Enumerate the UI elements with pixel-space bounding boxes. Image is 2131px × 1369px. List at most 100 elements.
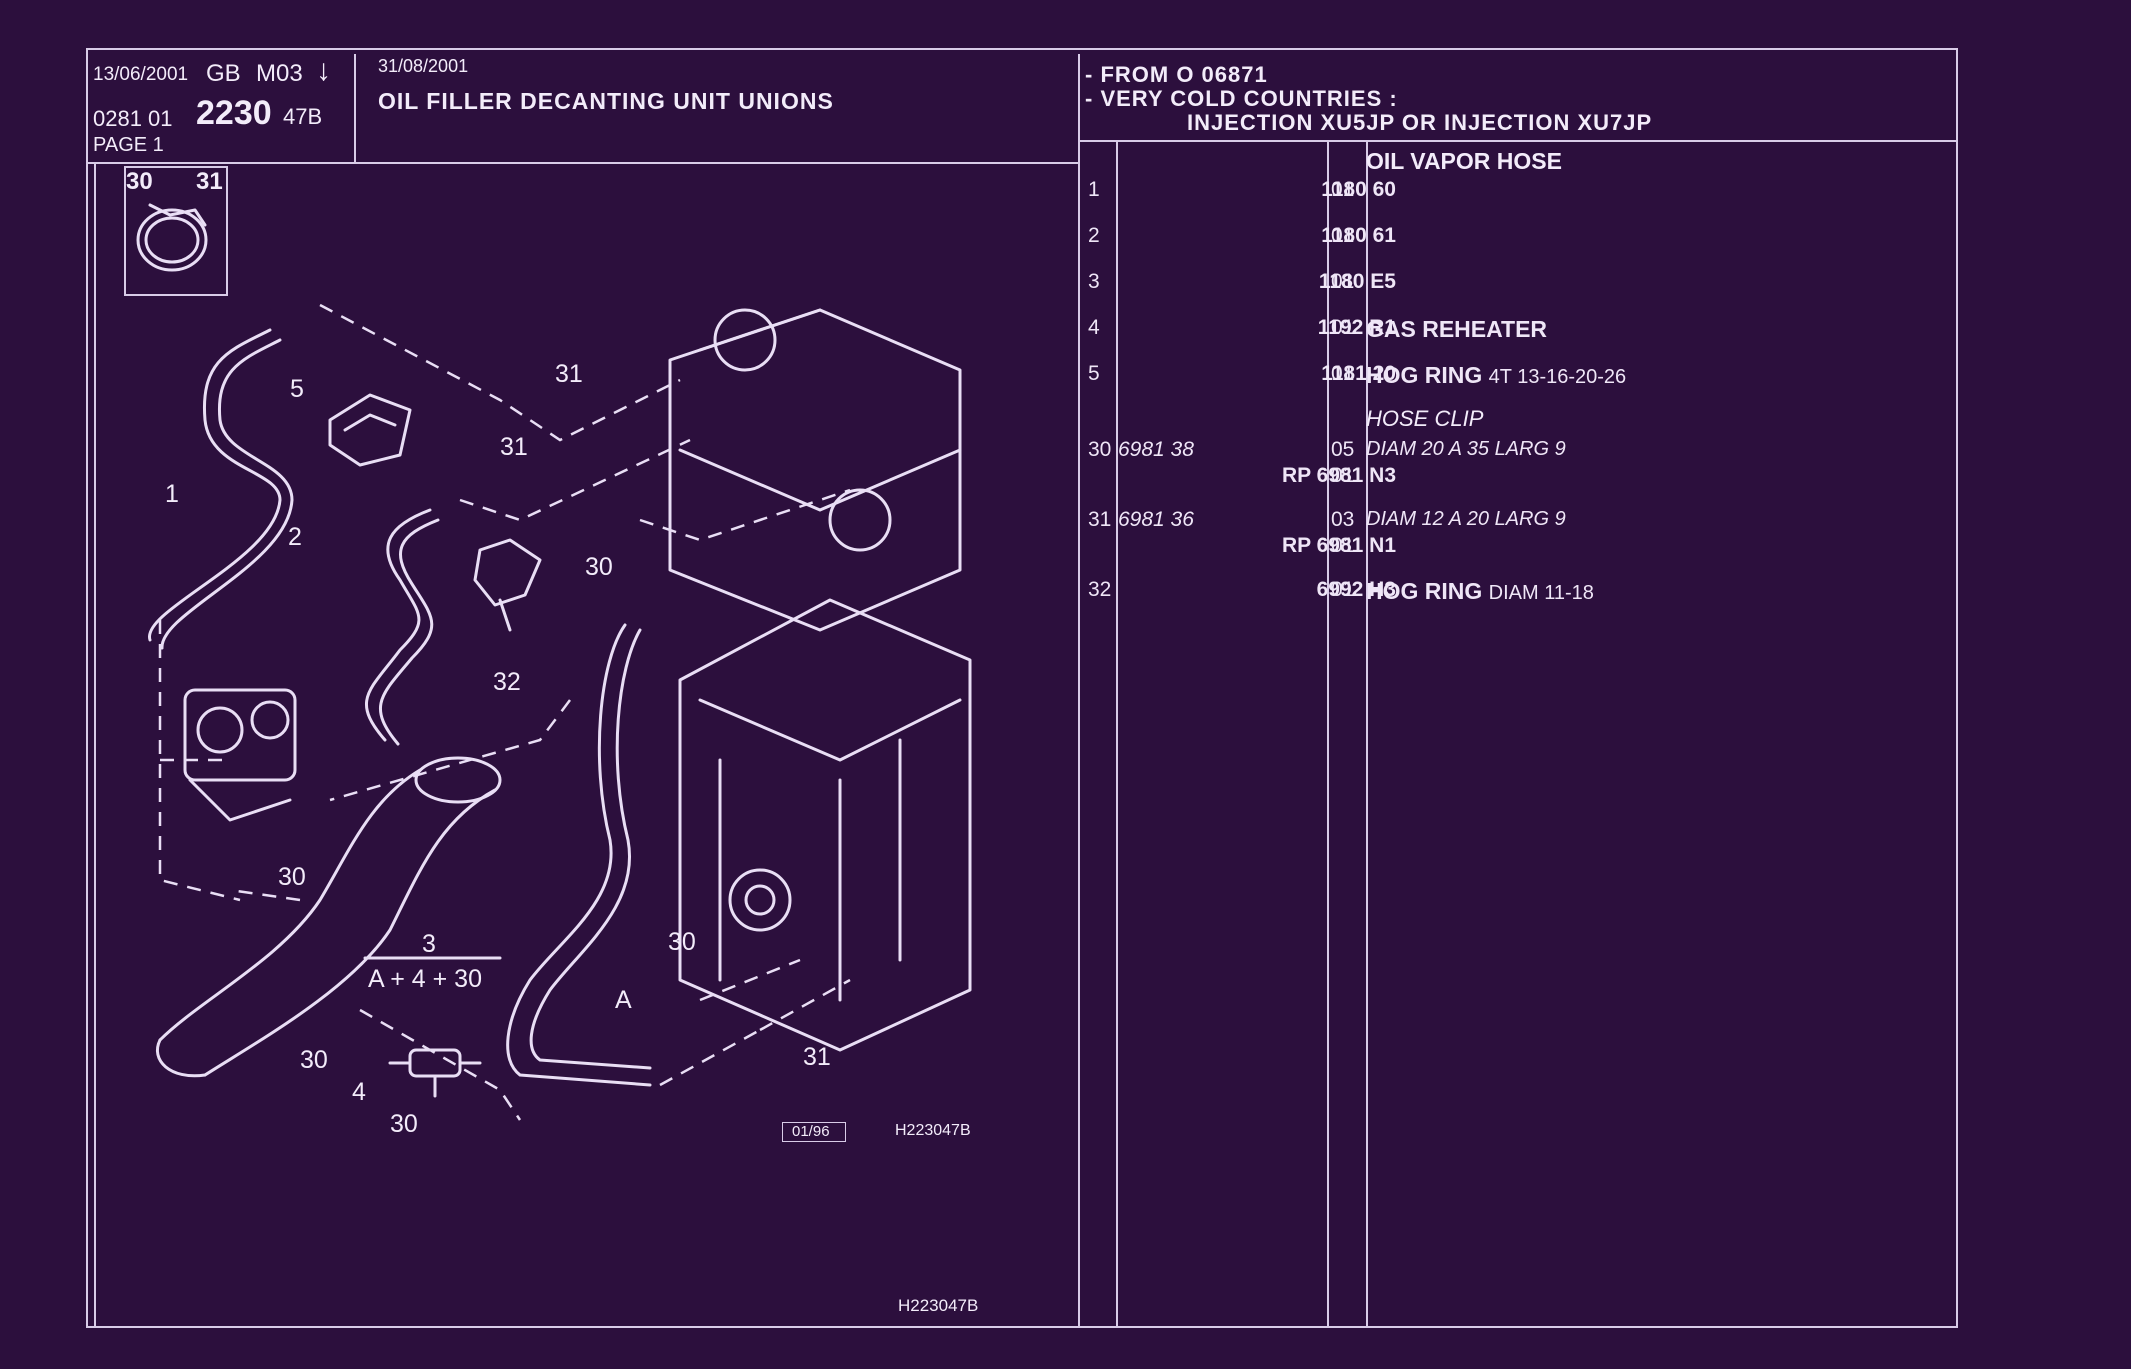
hose-to-engine-block [506, 623, 652, 1087]
row-desc-hose-clip: HOSE CLIP [1366, 406, 1484, 431]
arrow-down-icon: ↓ [316, 54, 331, 87]
row-note: DIAM 12 A 20 LARG 9 [1366, 508, 1566, 530]
row-index: 3 [1088, 270, 1100, 293]
row-index: 4 [1088, 316, 1100, 339]
sheet-frame [86, 48, 1958, 1328]
header-bottom-left [86, 162, 1078, 164]
row-qty: 01 [1331, 534, 1355, 557]
hog-ring-part-5 [328, 393, 412, 467]
row-desc: GAS REHEATER [1366, 316, 1548, 342]
row-ref: 1180 60 [1321, 178, 1396, 201]
row-desc: HOG RING 4T 13-16-20-26 [1366, 362, 1626, 389]
row-index: 32 [1088, 578, 1112, 601]
row-qty: 01 [1331, 464, 1355, 487]
callout-30e: 30 [390, 1110, 418, 1138]
row-ref: RP 6981 N1 [1281, 534, 1396, 557]
table-row: 3 1180 E5 01 [1078, 270, 1958, 310]
callout-31c: 31 [803, 1043, 831, 1071]
row-note: 4T 13-16-20-26 [1488, 366, 1627, 388]
condition-countries: - VERY COLD COUNTRIES : [1085, 86, 1398, 111]
callout-3: 3 [422, 930, 436, 958]
header-date: 13/06/2001 [93, 64, 189, 85]
inset-label-31: 31 [196, 168, 223, 195]
date-box [782, 1122, 846, 1142]
exploded-parts-diagram: 1 2 3 4 5 30 30 30 30 30 31 31 31 32 A A… [136, 203, 972, 1138]
table-row: 2 1180 61 01 [1078, 224, 1958, 264]
row-qty: 01 [1331, 316, 1355, 339]
column-divider-idx [1116, 142, 1118, 1328]
table-row: RP 6981 N1 01 [1078, 534, 1958, 574]
callout-31b: 31 [500, 433, 528, 461]
callout-30a: 30 [585, 553, 613, 581]
row-qty: 05 [1331, 438, 1355, 461]
callout-5: 5 [290, 375, 304, 403]
row-alt-ref: 6981 38 [1118, 438, 1194, 461]
row-qty: 01 [1331, 578, 1355, 601]
header-date2: 31/08/2001 [378, 56, 469, 76]
throttle-body [183, 688, 297, 822]
callout-A: A [615, 986, 632, 1014]
header-divider-left [354, 54, 356, 164]
row-index: 30 [1088, 438, 1112, 461]
callout-formula: A + 4 + 30 [368, 965, 482, 993]
page-title: OIL FILLER DECANTING UNIT UNIONS [378, 88, 834, 114]
row-ref: 1180 E5 [1318, 270, 1396, 293]
row-alt-ref: 6981 36 [1118, 508, 1194, 531]
row-ref: RP 6981 N3 [1281, 464, 1396, 487]
row-ref: 1181 20 [1321, 362, 1396, 385]
row-qty: 01 [1331, 224, 1355, 247]
row-index: 5 [1088, 362, 1100, 385]
table-row: 30 6981 38 05 DIAM 20 A 35 LARG 9 [1078, 438, 1958, 478]
row-ref: 6992 H3 [1316, 578, 1396, 601]
callout-30b: 30 [278, 863, 306, 891]
header-page: PAGE 1 [93, 134, 164, 156]
row-qty: 01 [1331, 178, 1355, 201]
condition-from: - FROM O 06871 [1085, 62, 1268, 87]
header-bottom-right [1078, 140, 1958, 142]
oil-vapor-hose-2 [365, 508, 440, 746]
oil-vapor-hose-1 [148, 328, 294, 650]
table-row: RP 6981 N3 01 [1078, 464, 1958, 504]
row-qty: 03 [1331, 508, 1355, 531]
table-row: 1 1180 60 01 [1078, 178, 1958, 218]
column-divider-qty1 [1327, 142, 1329, 1328]
callout-1: 1 [165, 480, 179, 508]
row-qty: 01 [1331, 270, 1355, 293]
callout-30c: 30 [668, 928, 696, 956]
callout-4: 4 [352, 1078, 366, 1106]
hog-ring-part-32 [473, 538, 542, 632]
inset-label-30: 30 [126, 168, 153, 195]
row-desc-oil-vapor-hose: OIL VAPOR HOSE [1366, 148, 1562, 174]
header-lang: GB [206, 60, 241, 87]
header-ref-main: 2230 [196, 94, 272, 132]
condition-injection: INJECTION XU5JP OR INJECTION XU7JP [1187, 110, 1653, 135]
table-row: 5 1181 20 01 HOG RING 4T 13-16-20-26 [1078, 362, 1958, 402]
gas-reheater-part-4 [388, 1048, 482, 1098]
callout-32: 32 [493, 668, 521, 696]
diagram-ref-bottom: H223047B [898, 1296, 979, 1315]
callout-2: 2 [288, 523, 302, 551]
header-ref-prefix: 0281 01 [93, 106, 173, 131]
row-ref: 1180 61 [1321, 224, 1396, 247]
engine-cylinder-head [668, 308, 962, 632]
row-index: 1 [1088, 178, 1100, 201]
row-qty: 01 [1331, 362, 1355, 385]
column-divider-qty2 [1366, 142, 1368, 1328]
table-row: 4 1192 R1 01 GAS REHEATER [1078, 316, 1958, 356]
column-divider-main [1078, 54, 1080, 1328]
row-index: 2 [1088, 224, 1100, 247]
row-note: DIAM 11-18 [1488, 582, 1594, 604]
hose-clamp-icon [136, 203, 208, 272]
diagram-ref-small: H223047B [895, 1122, 971, 1139]
oil-vapor-hose-3 [155, 756, 502, 1078]
engine-block [678, 598, 972, 1052]
table-row: 31 6981 36 03 DIAM 12 A 20 LARG 9 [1078, 508, 1958, 548]
header-ref-suffix: 47B [283, 104, 323, 129]
table-row: 32 6992 H3 01 HOG RING DIAM 11-18 [1078, 578, 1958, 618]
row-index: 31 [1088, 508, 1112, 531]
inset-box [124, 166, 228, 296]
callout-30d: 30 [300, 1046, 328, 1074]
row-note: DIAM 20 A 35 LARG 9 [1366, 438, 1566, 460]
row-desc-main: HOG RING [1366, 578, 1483, 604]
row-desc: HOG RING DIAM 11-18 [1366, 578, 1594, 605]
